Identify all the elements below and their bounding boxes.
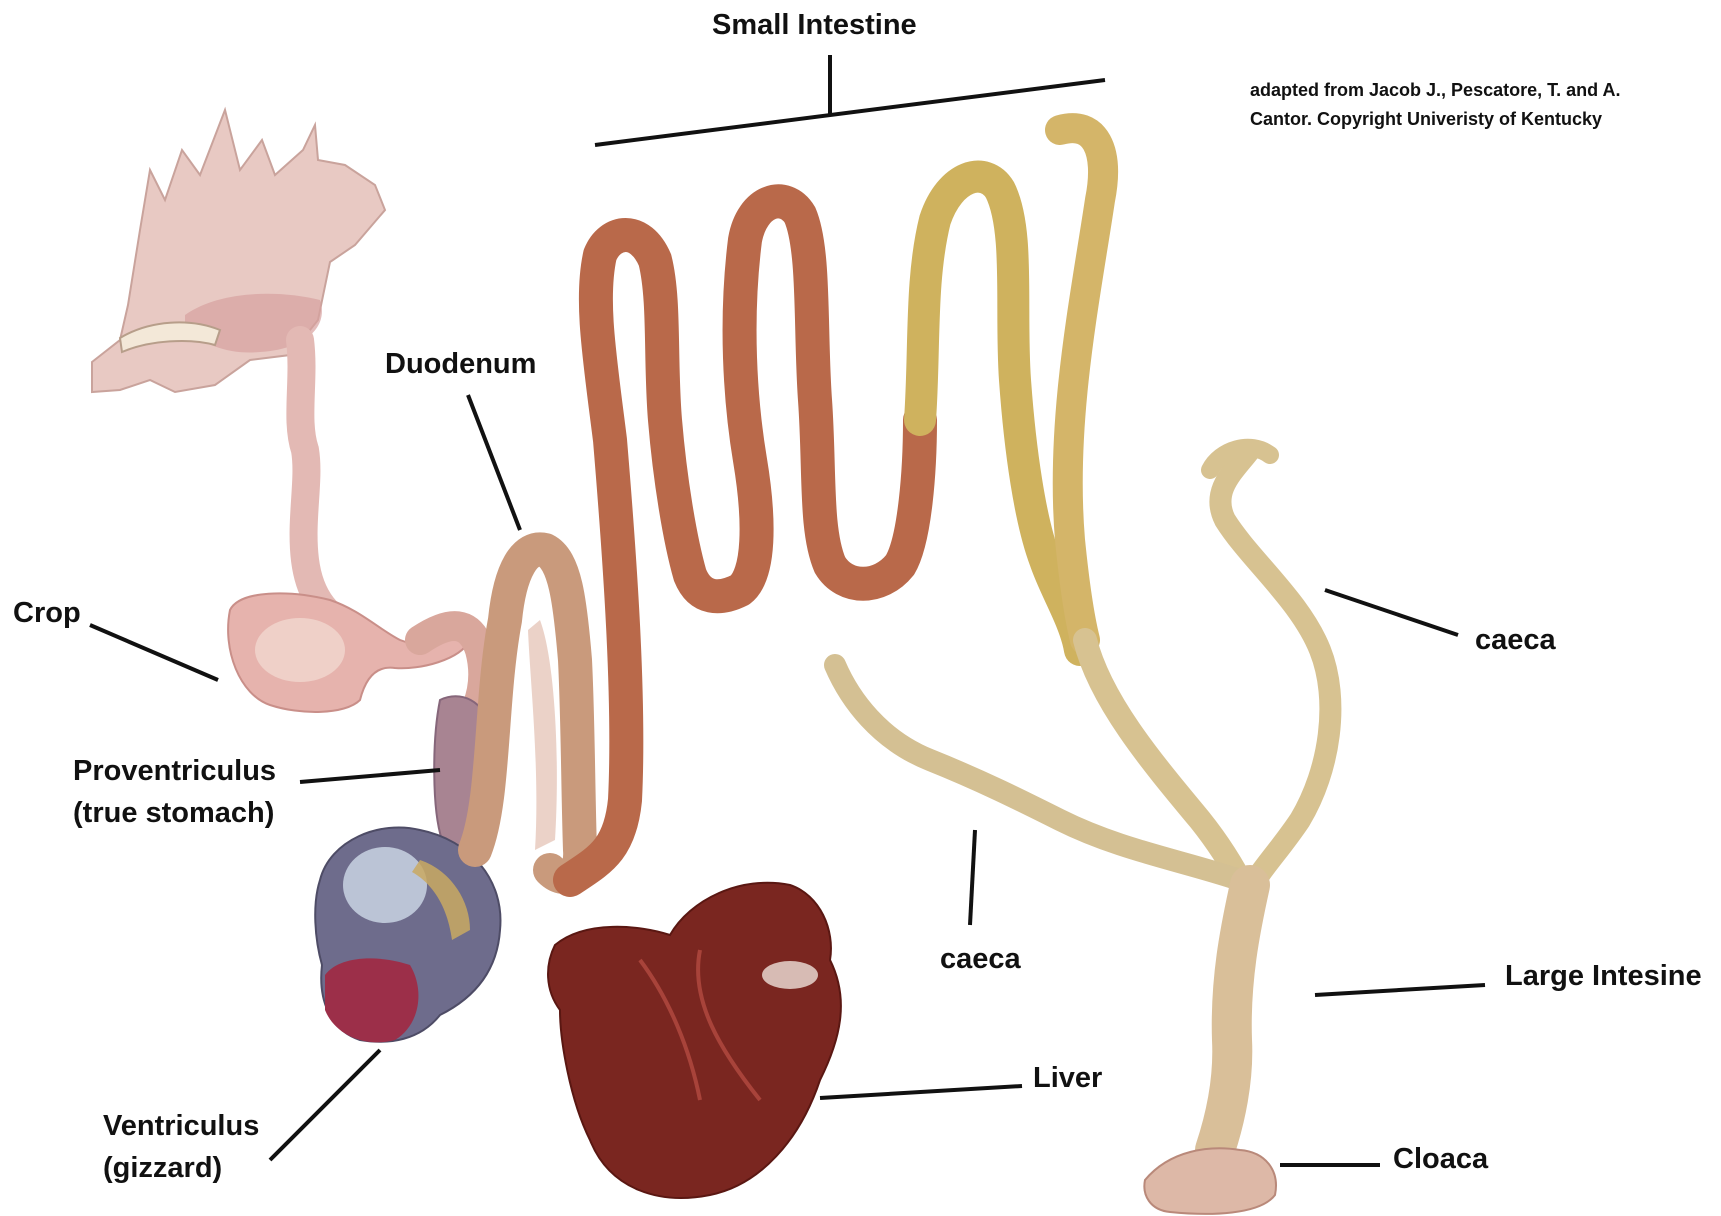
label-caeca-center: caeca	[940, 938, 1021, 980]
label-proventriculus: Proventriculus (true stomach)	[73, 750, 276, 834]
label-caeca-right: caeca	[1475, 619, 1556, 661]
crop-highlight	[255, 618, 345, 682]
leader-ventriculus	[270, 1050, 380, 1160]
pancreas	[528, 620, 557, 850]
leader-caeca-right	[1325, 590, 1458, 635]
label-duodenum: Duodenum	[385, 343, 536, 385]
label-ventriculus: Ventriculus (gizzard)	[103, 1105, 259, 1189]
credit-line-2: Cantor. Copyright Univeristy of Kentucky	[1250, 105, 1620, 134]
cloaca	[1144, 1148, 1276, 1214]
label-small-intestine: Small Intestine	[712, 4, 917, 46]
label-liver: Liver	[1033, 1057, 1102, 1099]
ileum-to-junction	[1060, 128, 1103, 640]
liver	[548, 883, 841, 1198]
leader-proventriculus	[300, 770, 440, 782]
credit-line-1: adapted from Jacob J., Pescatore, T. and…	[1250, 76, 1620, 105]
jejunum	[570, 201, 920, 880]
label-cloaca: Cloaca	[1393, 1138, 1488, 1180]
label-proventriculus-line-1: Proventriculus	[73, 750, 276, 792]
caecum-right	[1220, 450, 1330, 890]
label-ventriculus-line-1: Ventriculus	[103, 1105, 259, 1147]
credit-attribution: adapted from Jacob J., Pescatore, T. and…	[1250, 76, 1620, 134]
leader-liver	[820, 1086, 1022, 1098]
leader-large-intestine	[1315, 985, 1485, 995]
label-ventriculus-line-2: (gizzard)	[103, 1147, 259, 1189]
leader-duodenum	[468, 395, 520, 530]
leader-caeca-center	[970, 830, 975, 925]
gizzard-highlight	[343, 847, 427, 923]
esophagus	[300, 340, 355, 630]
duodenal-loop	[475, 549, 580, 877]
label-proventriculus-line-2: (true stomach)	[73, 792, 276, 834]
gizzard-red-lobe	[325, 958, 418, 1042]
label-crop: Crop	[13, 592, 81, 634]
label-large-intestine: Large Intesine	[1505, 955, 1702, 997]
liver-highlight	[762, 961, 818, 989]
large-intestine	[1215, 885, 1250, 1150]
caecum-center	[835, 665, 1240, 880]
leader-small-intestine-bar	[595, 80, 1105, 145]
leader-crop	[90, 625, 218, 680]
